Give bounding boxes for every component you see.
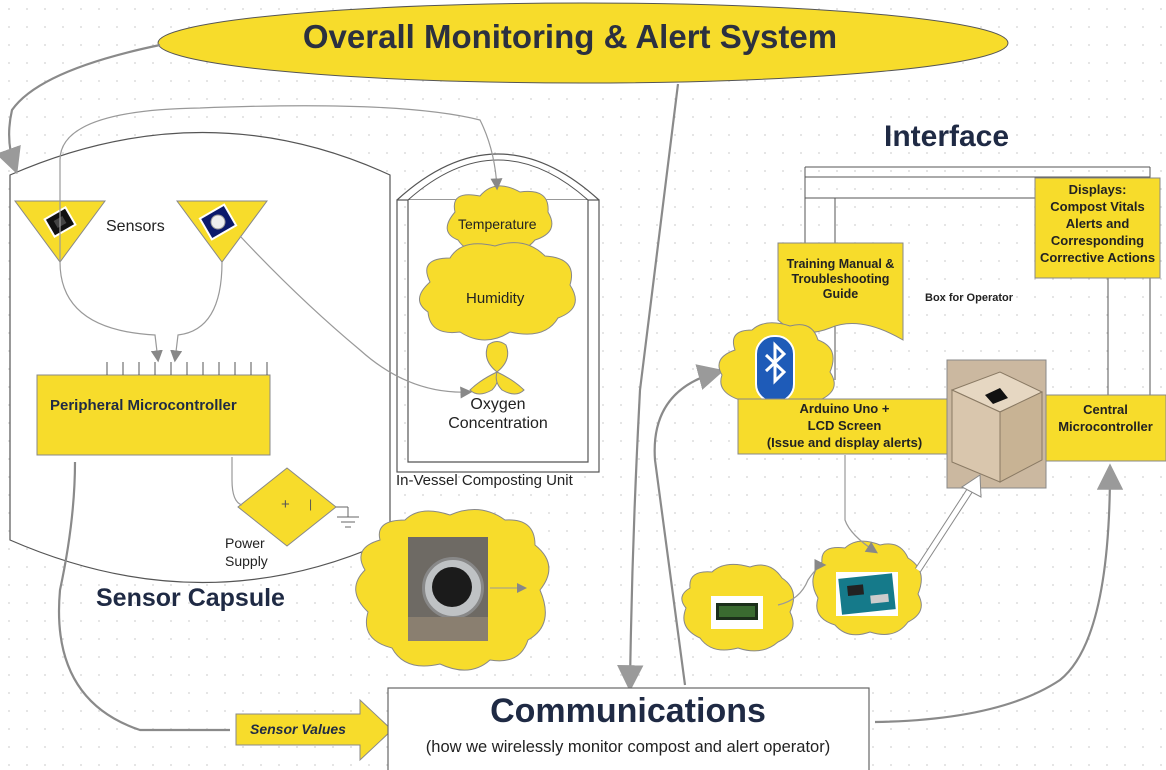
lcd-screen-icon [711, 596, 763, 629]
displays-label-1: Displays: [1068, 182, 1127, 197]
operator-box-photo [946, 359, 1047, 489]
oxygen-label-1: Oxygen [470, 396, 526, 413]
power-plus-sign: + [281, 496, 290, 513]
power-minus-sign: | [309, 497, 313, 511]
title-ellipse [157, 2, 1009, 84]
displays-label-5: Corrective Actions [1039, 250, 1156, 265]
power-label-2: Supply [225, 553, 268, 569]
sensor-capsule-title: Sensor Capsule [96, 584, 285, 612]
temperature-cloud [446, 185, 553, 253]
ground-icon [336, 506, 359, 528]
central-microcontroller-label-1: Central [1083, 402, 1128, 417]
sensor-values-label: Sensor Values [250, 721, 346, 737]
training-manual-label-1: Training Manual & [786, 257, 895, 271]
arduino-lcd-box [737, 398, 952, 455]
oxygen-icon [469, 341, 525, 395]
composting-unit-label: In-Vessel Composting Unit [396, 472, 573, 489]
displays-box [1034, 177, 1161, 279]
humidity-cloud [419, 242, 576, 341]
communications-box [387, 687, 870, 770]
oxygen-label-2: Concentration [448, 415, 548, 432]
sensor-capsule-photo [408, 537, 488, 641]
peripheral-microcontroller-box [36, 374, 271, 456]
arduino-board-icon [836, 572, 898, 616]
sensor-capsule-outline [9, 131, 391, 584]
bluetooth-icon [755, 335, 795, 403]
displays-label-3: Alerts and [1065, 216, 1130, 231]
sensor-values-arrow [235, 698, 393, 762]
communications-title: Communications [490, 692, 766, 730]
communications-subtitle: (how we wirelessly monitor compost and a… [425, 738, 831, 756]
arduino-label-3: (Issue and display alerts) [766, 435, 923, 450]
temperature-label: Temperature [458, 216, 537, 232]
power-supply-diamond [237, 467, 337, 547]
peripheral-microcontroller-label: Peripheral Microcontroller [50, 397, 237, 414]
arduino-label-1: Arduino Uno + [799, 401, 890, 416]
box-for-operator-label: Box for Operator [925, 292, 1014, 304]
interface-title: Interface [884, 120, 1010, 153]
training-manual-label-2: Troubleshooting [791, 272, 890, 286]
arduino-label-2: LCD Screen [807, 418, 882, 433]
training-manual-label-3: Guide [822, 287, 859, 301]
displays-label-2: Compost Vitals [1050, 199, 1145, 214]
page-title: Overall Monitoring & Alert System [302, 18, 838, 55]
power-label-1: Power [225, 535, 265, 551]
displays-label-4: Corresponding [1050, 233, 1145, 248]
sensors-label: Sensors [106, 218, 165, 235]
central-microcontroller-label-2: Microcontroller [1058, 419, 1153, 434]
humidity-label: Humidity [466, 290, 525, 307]
sensor-chip-icon-2 [198, 203, 238, 241]
double-arrow [915, 474, 982, 572]
composting-vessel-dome [396, 153, 600, 201]
central-microcontroller-box [1044, 394, 1166, 462]
